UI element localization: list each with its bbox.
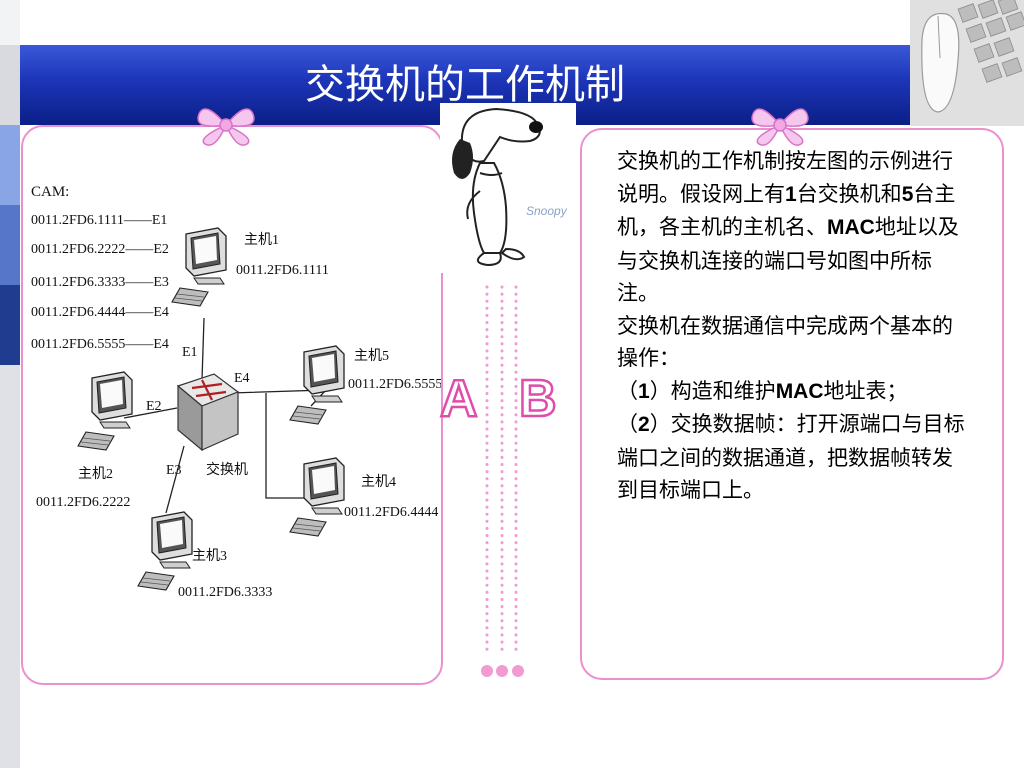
host4-mac: 0011.2FD6.4444 bbox=[344, 505, 438, 520]
port-label-e1: E1 bbox=[182, 345, 198, 360]
snoopy-label: Snoopy bbox=[526, 204, 568, 218]
host4-computer-icon bbox=[289, 457, 345, 537]
host2-mac: 0011.2FD6.2222 bbox=[36, 495, 130, 510]
cam-entry: 0011.2FD6.2222——E2 bbox=[31, 242, 169, 257]
host4-name: 主机4 bbox=[361, 474, 396, 490]
cam-title: CAM: bbox=[31, 184, 69, 200]
switch-icon bbox=[176, 373, 240, 452]
paragraph-3: （1）构造和维护MAC地址表； bbox=[617, 378, 908, 403]
host3-computer-icon bbox=[137, 511, 193, 591]
pink-bow-icon bbox=[751, 108, 809, 146]
cam-entry: 0011.2FD6.4444——E4 bbox=[31, 305, 169, 320]
host2-computer-icon bbox=[77, 371, 133, 451]
host2-name: 主机2 bbox=[78, 466, 113, 482]
network-diagram: CAM: 0011.2FD6.1111——E1 0011.2FD6.2222——… bbox=[31, 184, 441, 600]
host1-computer-icon bbox=[171, 227, 227, 307]
letter-a: A bbox=[439, 369, 479, 430]
cam-entry: 0011.2FD6.3333——E3 bbox=[31, 275, 169, 290]
port-label-e2: E2 bbox=[146, 399, 162, 414]
text-panel bbox=[580, 128, 1004, 680]
host3-name: 主机3 bbox=[192, 548, 227, 564]
explanation-text: 交换机的工作机制按左图的示例进行说明。假设网上有1台交换机和5台主机，各主机的主… bbox=[617, 145, 967, 507]
host5-name: 主机5 bbox=[354, 348, 389, 364]
host5-computer-icon bbox=[289, 345, 345, 425]
host3-mac: 0011.2FD6.3333 bbox=[178, 585, 272, 600]
cam-entry: 0011.2FD6.5555——E4 bbox=[31, 337, 169, 352]
left-color-stripe bbox=[0, 0, 20, 768]
paragraph-1: 交换机的工作机制按左图的示例进行说明。假设网上有1台交换机和5台主机，各主机的主… bbox=[617, 149, 959, 305]
pink-bow-icon bbox=[197, 108, 255, 146]
paragraph-2: 交换机在数据通信中完成两个基本的操作： bbox=[617, 313, 953, 371]
host1-name: 主机1 bbox=[244, 232, 279, 248]
host1-mac: 0011.2FD6.1111 bbox=[236, 263, 329, 278]
snoopy-picture: Snoopy bbox=[440, 103, 576, 273]
dotted-divider bbox=[481, 285, 524, 677]
paragraph-4: （2）交换数据帧：打开源端口与目标端口之间的数据通道，把数据帧转发到目标端口上。 bbox=[617, 412, 965, 502]
slide-title: 交换机的工作机制 bbox=[305, 62, 625, 108]
port-label-e4: E4 bbox=[234, 371, 250, 386]
host5-mac: 0011.2FD6.5555 bbox=[348, 377, 441, 392]
letter-b: B bbox=[518, 369, 558, 430]
keyboard-mouse-photo bbox=[910, 0, 1024, 126]
switch-label: 交换机 bbox=[206, 461, 248, 478]
cam-entry: 0011.2FD6.1111——E1 bbox=[31, 213, 167, 228]
port-label-e3: E3 bbox=[166, 463, 182, 478]
